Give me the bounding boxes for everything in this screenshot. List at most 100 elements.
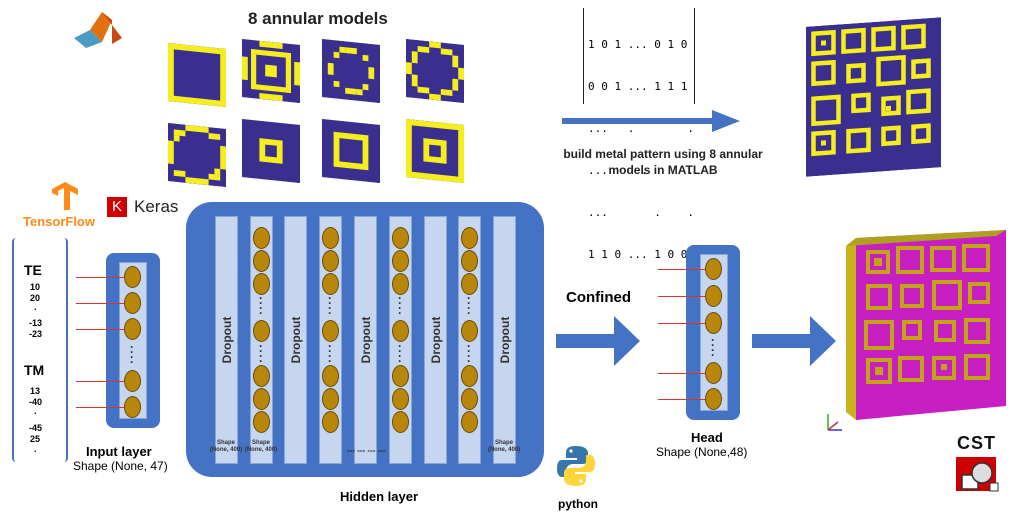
keras-label: Keras [134,197,179,216]
tensorflow-logo [30,180,100,230]
annular-model-tile [242,38,300,104]
confined-label: Confined [566,289,631,306]
ellipsis: ···· [398,339,402,368]
hidden-neuron [322,388,339,410]
tm-value: . [34,444,37,454]
cst-logo [954,455,1002,495]
ellipsis: ···· [711,333,715,362]
head-shape: Shape (None,48) [656,445,748,459]
confined-arrow [556,314,640,368]
annular-model-tile [168,42,226,108]
te-value: 10 [30,282,41,292]
ellipsis: ···· [467,339,471,368]
shape-label: Shape (None, 400) [244,440,278,453]
hidden-neuron [392,320,409,342]
head-neuron [705,285,722,307]
hidden-neuron [461,411,478,433]
head-title: Head [691,430,723,445]
hidden-neuron [392,227,409,249]
input-neuron [124,370,141,392]
hidden-neuron [392,250,409,272]
hidden-neuron [253,365,270,387]
hidden-neuron [322,227,339,249]
head-connector [658,296,705,297]
hidden-neuron [461,320,478,342]
annular-model-tile [322,38,380,104]
hidden-neuron [392,411,409,433]
hidden-neuron [322,250,339,272]
dropout-label: Dropout [288,316,303,364]
models-title: 8 annular models [248,9,388,28]
tm-value: . [34,406,37,416]
hidden-neuron [322,411,339,433]
input-layer-column [119,262,147,419]
hidden-neuron [461,227,478,249]
shape-label: Shape (None, 400) [209,440,243,453]
input-vector-bracket: TE 10 20 . -13 -23 TM 13 -40 . -45 25 . [12,238,68,462]
ellipsis: ···· [398,291,402,320]
hidden-neuron [392,273,409,295]
head-neuron [705,362,722,384]
input-connector [76,303,124,304]
input-connector [76,329,124,330]
dropout-column: Dropout [284,216,307,464]
python-logo [556,444,596,488]
ellipsis: ···· [328,339,332,368]
python-label: python [558,497,598,511]
keras-logo-box: K [107,197,127,217]
head-neuron [705,312,722,334]
hidden-neuron [322,320,339,342]
annular-model-tile [406,38,464,104]
annular-model-tile [406,118,464,184]
input-layer-title: Input layer [86,444,152,459]
tm-value: 13 [30,386,41,396]
hidden-neuron [253,320,270,342]
input-neuron [124,266,141,288]
dropout-label: Dropout [219,316,234,364]
head-neuron [705,258,722,280]
dropout-column: Dropout [493,216,516,464]
hidden-neuron [461,273,478,295]
hidden-neuron [253,411,270,433]
ellipsis: ···· [130,340,134,369]
metal-pattern-surface [806,17,941,177]
head-connector [658,269,705,270]
dropout-column: Dropout [424,216,447,464]
input-neuron [124,292,141,314]
cst-metasurface [846,230,1006,420]
hidden-neuron [461,250,478,272]
matrix-row: 1 1 0 ... 1 0 0 [588,248,688,261]
input-neuron [124,318,141,340]
te-value: -23 [29,329,43,339]
hidden-neuron [392,388,409,410]
matrix-row: ... . . [588,206,694,219]
hidden-neuron [253,388,270,410]
hidden-neuron [461,388,478,410]
hidden-neuron [253,250,270,272]
hidden-layer-title: Hidden layer [340,489,419,504]
ellipsis: ···· [259,339,263,368]
matrix-row: 0 0 1 ... 1 1 1 [588,80,688,93]
dropout-column: Dropout [354,216,377,464]
dropout-label: Dropout [497,316,512,364]
cst-label: CST [957,433,996,453]
annular-model-tile [168,122,226,188]
tm-value: 25 [30,434,41,444]
te-label: TE [24,262,42,278]
build-caption: build metal pattern using 8 annular mode… [563,147,763,177]
head-connector [658,373,705,374]
input-connector [76,407,124,408]
input-layer-shape: Shape (None, 47) [73,459,168,473]
dropout-column: Dropout [215,216,238,464]
hidden-neuron [322,365,339,387]
input-neuron [124,396,141,418]
te-value: . [34,302,37,312]
ellipsis: ···· [259,291,263,320]
head-connector [658,399,705,400]
hidden-neuron [322,273,339,295]
hidden-neuron [392,365,409,387]
hidden-bottom-dots: --- --- --- --- [347,446,386,455]
tm-label: TM [24,362,45,378]
te-value: 20 [30,293,41,303]
ellipsis: ···· [328,291,332,320]
